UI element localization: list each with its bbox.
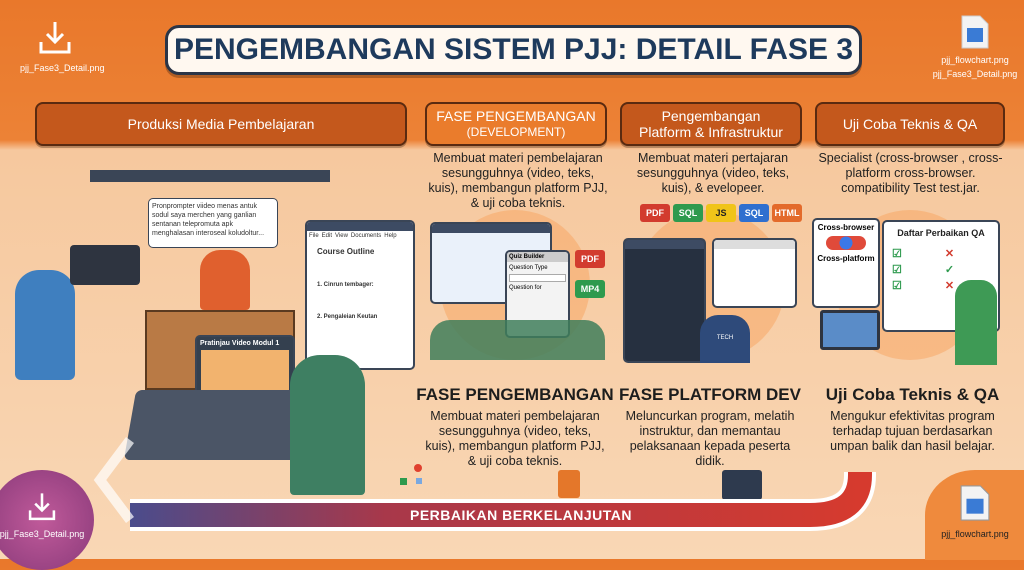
download-file-top-left[interactable]: pjj_Fase3_Detail.png [20, 18, 105, 78]
database-diagram [712, 238, 797, 308]
developers-desk [430, 320, 605, 360]
teleprompter-text: Pronprompter viideo menas antuk sodul sa… [152, 203, 265, 237]
phase-text-3: Mengukur efektivitas program terhadap tu… [830, 409, 995, 453]
platform-developer: TECH [700, 315, 750, 363]
image-file-icon [960, 485, 990, 521]
banner-label: Produksi Media Pembelajaran [127, 116, 315, 132]
page-title: PENGEMBANGAN SISTEM PJJ: DETAIL FASE 3 [174, 33, 853, 66]
file-label: pjj_flowchart.png [941, 55, 1009, 65]
banner-produksi-media: Produksi Media Pembelajaran [35, 102, 407, 146]
banner-label: FASE PENGEMBANGAN [436, 108, 596, 124]
js-icon: JS [706, 204, 736, 222]
top-desc-2: Membuat materi pertajaran sesungguhnya (… [636, 151, 790, 195]
file-label: pjj_Fase3_Detail.png [932, 69, 1018, 79]
presenter [200, 250, 250, 310]
lighting-truss [90, 170, 330, 182]
code-editor [623, 238, 706, 363]
camera [70, 245, 140, 285]
sql-icon: SQL [739, 204, 769, 222]
phase-heading-2: FASE PLATFORM DEV [619, 385, 801, 404]
phase-text-1: Membuat materi pembelajaran sesungguhnya… [425, 409, 605, 468]
sql-icon: SQL [673, 204, 703, 222]
loop-label: PERBAIKAN BERKELANJUTAN [410, 507, 633, 523]
banner-sublabel: (DEVELOPMENT) [466, 125, 566, 139]
file-bottom-right[interactable]: pjj_flowchart.png [925, 470, 1024, 560]
file-label: pjj_flowchart.png [941, 529, 1009, 539]
pdf-file-icon: PDF [575, 250, 605, 268]
image-file-icon [961, 15, 989, 49]
banner-label: Uji Coba Teknis & QA [842, 116, 978, 132]
devices [820, 310, 880, 350]
phase-heading-3: Uji Coba Teknis & QA [825, 385, 1000, 404]
banner-fase-pengembangan: FASE PENGEMBANGAN (DEVELOPMENT) [425, 102, 607, 146]
download-file-bottom-left[interactable]: pjj_Fase3_Detail.png [0, 470, 94, 570]
title-banner: PENGEMBANGAN SISTEM PJJ: DETAIL FASE 3 [165, 25, 862, 75]
doc-title: Course Outline [317, 247, 375, 256]
teleprompter-note: Pronprompter viideo menas antuk sodul sa… [148, 198, 278, 248]
editor-person [290, 355, 365, 495]
phase-text-2: Meluncurkan program, melatih instruktur,… [625, 409, 795, 468]
studio-illustration: Pronprompter viideo menas antuk sodul sa… [0, 150, 415, 559]
file-top-right[interactable]: pjj_flowchart.png pjj_Fase3_Detail.png [930, 14, 1020, 94]
network-nodes-icon [398, 462, 424, 488]
banner-label: Pengembangan [661, 108, 761, 124]
qa-board: Daftar Perbaikan QA ☑ ✕☑ ✓☑ ✕ [882, 220, 1000, 332]
download-icon [28, 493, 56, 521]
code-window-icon [722, 470, 762, 500]
banner-uji-coba: Uji Coba Teknis & QA [815, 102, 1005, 146]
compatibility-card: Cross-browser Cross-platform [812, 218, 880, 308]
qa-engineer [955, 280, 997, 365]
banner-sublabel: Platform & Infrastruktur [639, 124, 783, 140]
camera-operator [15, 270, 75, 380]
phase-heading-1: FASE PENGEMBANGAN [416, 385, 614, 404]
html-icon: HTML [772, 204, 802, 222]
banner-platform: Pengembangan Platform & Infrastruktur [620, 102, 802, 146]
continuous-improvement-arrow [93, 437, 876, 531]
top-desc-1: Membuat materi pembelajaran sesungguhnya… [428, 151, 608, 210]
download-icon [39, 22, 71, 54]
file-label: pjj_Fase3_Detail.png [20, 63, 105, 73]
top-desc-3: Specialist (cross-browser , cross-platfo… [818, 151, 1003, 195]
file-label: pjj_Fase3_Detail.png [0, 529, 85, 539]
file-type-icons: PDF SQL JS SQL HTML [640, 204, 802, 222]
book-microphone-icon [558, 470, 580, 498]
mp4-file-icon: MP4 [575, 280, 605, 298]
pdf-icon: PDF [640, 204, 670, 222]
